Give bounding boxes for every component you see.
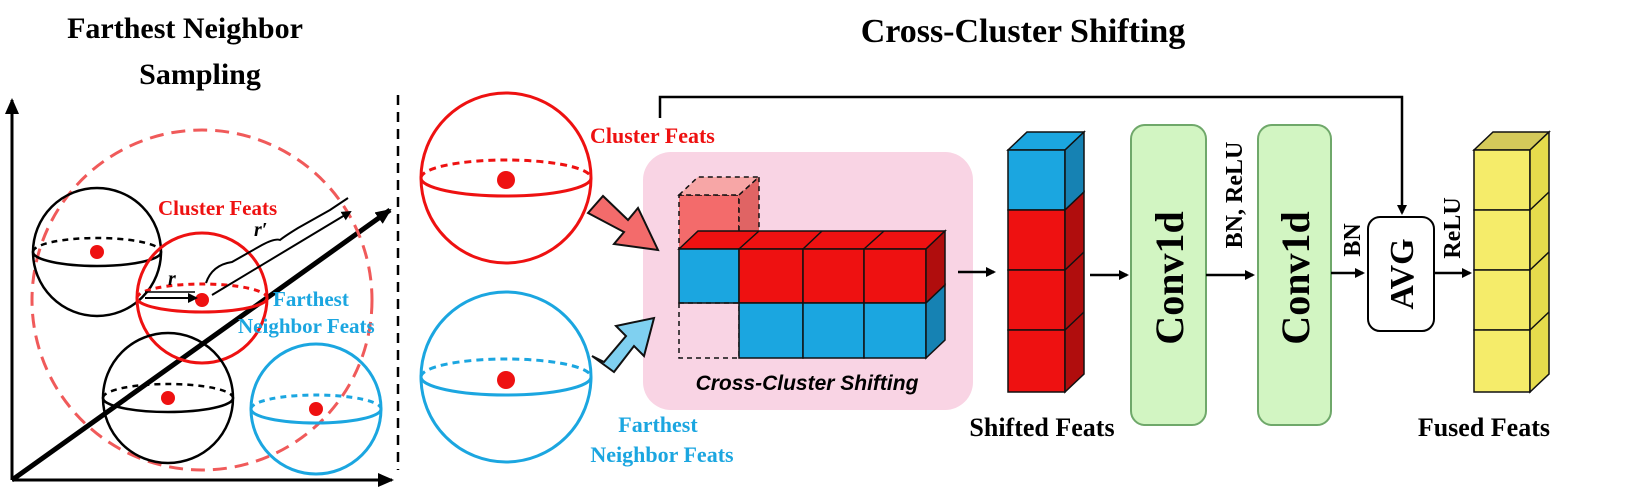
shift-cube-grid [677,175,947,360]
black-sphere-bottom [101,331,235,465]
conv1-label: Conv1d [1147,211,1192,344]
right-title: Cross-Cluster Shifting [861,13,1186,50]
left-cluster-label: Cluster Feats [158,196,277,220]
left-title-line1: Farthest Neighbor [67,12,303,45]
red-sphere-cluster [135,231,269,365]
conv2-block [1257,124,1332,426]
right-farthest-label-line1: Farthest [618,412,698,437]
left-farthest-label-line1: Farthest [273,287,349,311]
blue-input-arrow [591,316,656,374]
left-farthest-label-line2: Neighbor Feats [238,314,375,338]
shifted-feats-column [1006,130,1086,394]
avg-label: AVG [1384,238,1421,309]
blue-sphere-right [419,290,593,464]
bn-relu-label: BN, ReLU [1222,142,1248,249]
bn-label: BN [1340,223,1366,257]
fused-feats-column [1472,130,1551,394]
black-sphere-top [31,186,163,318]
search-radius-circle [30,128,374,472]
conv2-label: Conv1d [1273,211,1318,344]
r-prime-arrow [211,210,352,296]
left-title-line2: Sampling [139,58,261,91]
blue-sphere-farthest [249,342,383,476]
shifted-feats-label: Shifted Feats [969,413,1114,442]
r-label: r [168,268,176,290]
relu-label: ReLU [1440,197,1466,258]
red-input-arrow [586,194,660,252]
red-sphere-right [419,91,593,265]
right-farthest-label-line2: Neighbor Feats [590,442,734,467]
right-cluster-label: Cluster Feats [590,123,715,148]
r-prime-brace [205,197,349,284]
diagonal-axis [10,207,392,483]
r-prime-label: r′ [254,219,267,241]
fused-feats-label: Fused Feats [1418,413,1550,442]
shift-box-label: Cross-Cluster Shifting [696,372,919,395]
skip-connection [658,95,1407,215]
